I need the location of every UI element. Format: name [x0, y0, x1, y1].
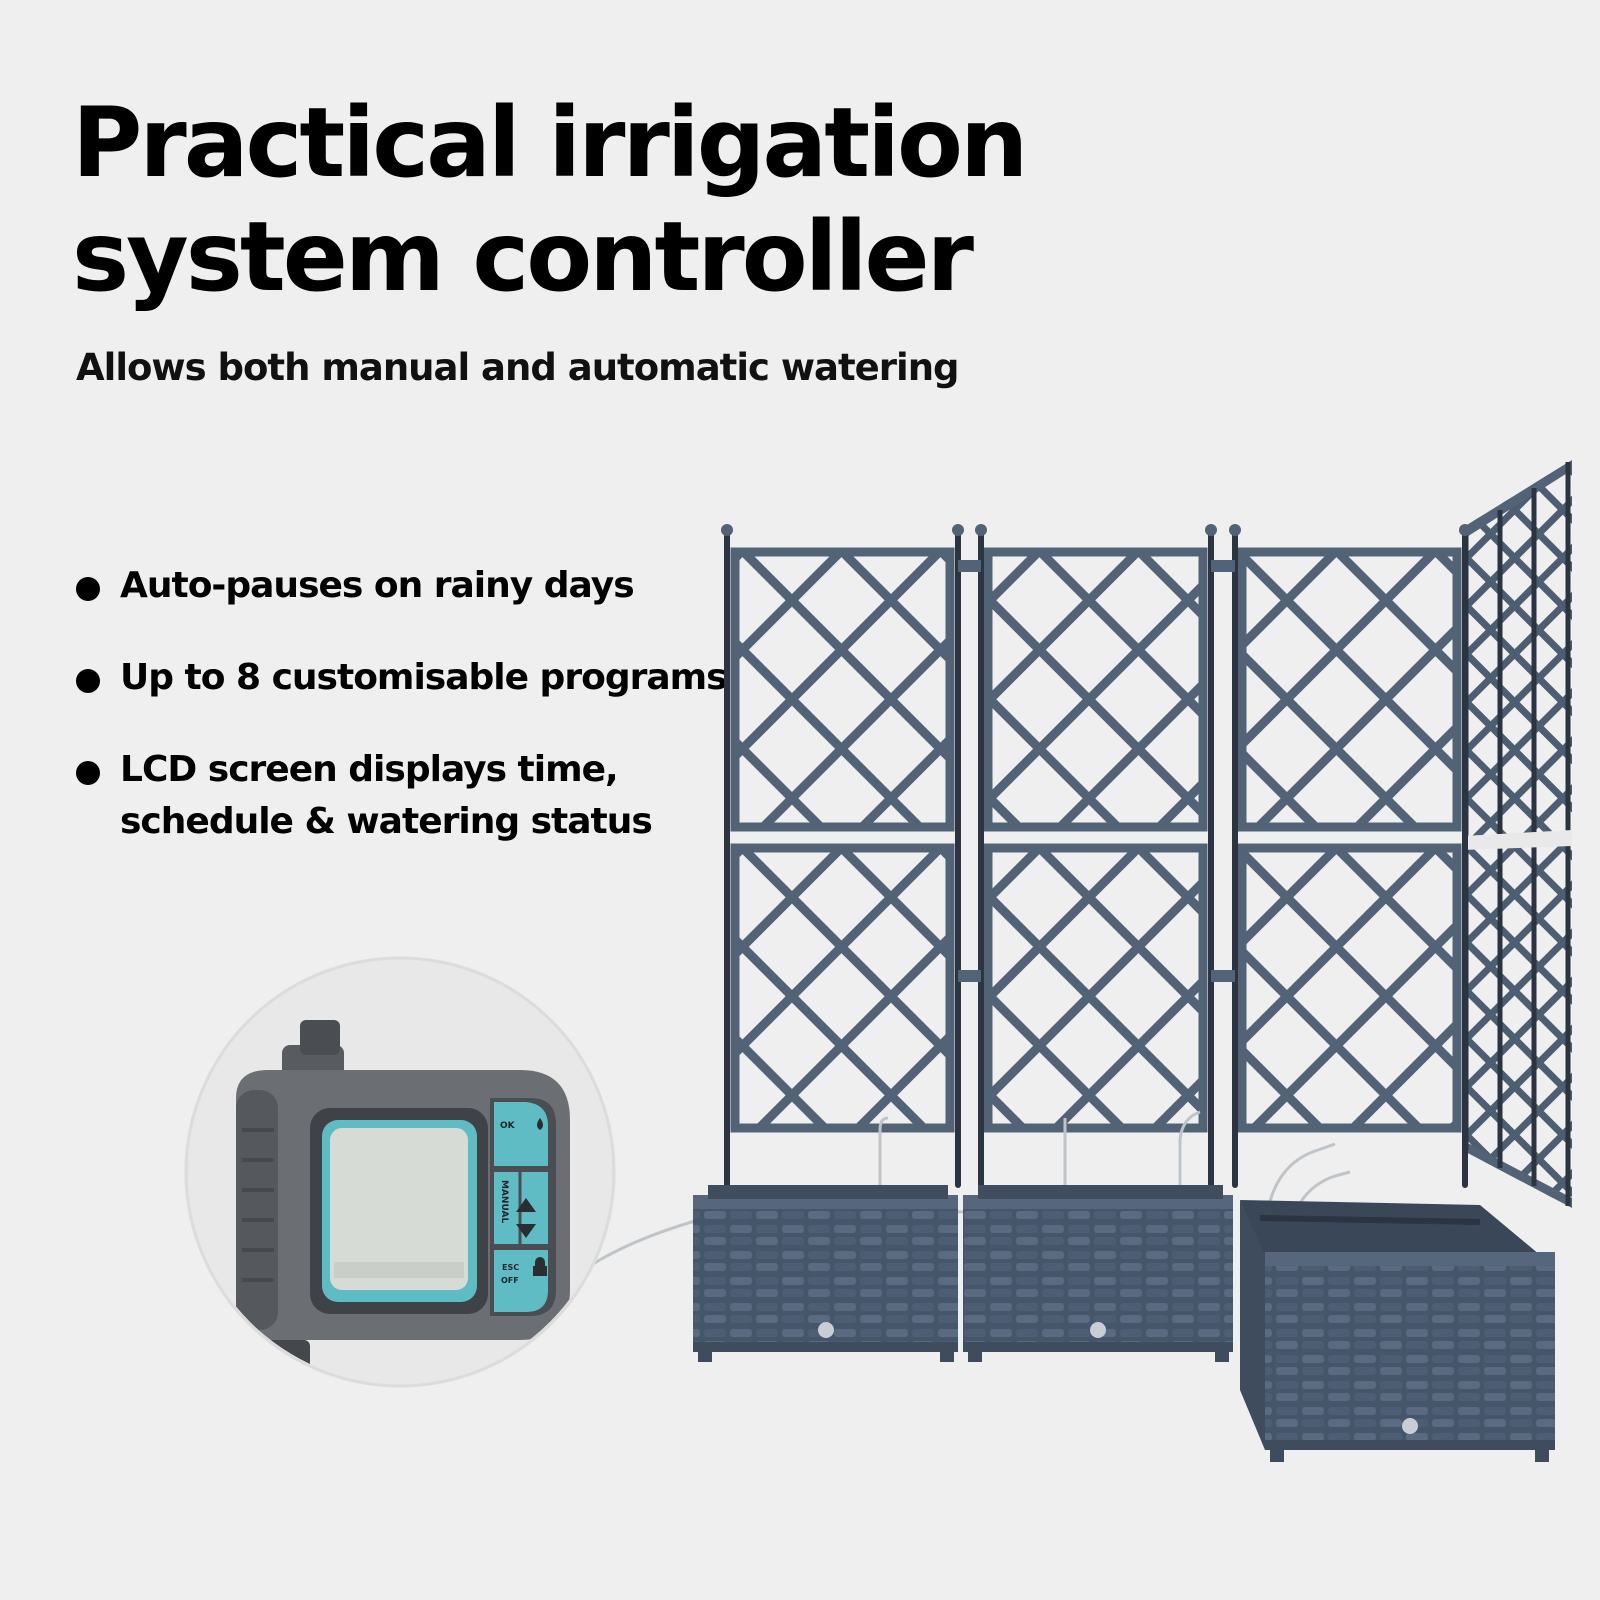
drop-icon	[537, 1118, 543, 1130]
ok-button-label: OK	[500, 1121, 516, 1131]
headline: Practical irrigation system controller	[72, 86, 1028, 314]
planter-corner	[1240, 1200, 1555, 1462]
headline-line-2: system controller	[72, 201, 974, 313]
off-button-label: OFF	[501, 1276, 519, 1285]
planter-left	[693, 1185, 958, 1362]
controller-closeup	[184, 956, 616, 1388]
up-arrow-icon	[516, 1198, 536, 1212]
feature-text: Up to 8 customisable programs	[120, 657, 728, 698]
lock-icon	[533, 1257, 547, 1276]
feature-item: Up to 8 customisable programs	[72, 652, 728, 704]
subtitle: Allows both manual and automatic waterin…	[76, 346, 960, 389]
side-trellis	[1462, 460, 1572, 1208]
feature-text: Auto-pauses on rainy days	[120, 565, 635, 606]
planter-middle	[963, 1185, 1233, 1362]
feature-text: LCD screen displays time,	[120, 749, 619, 790]
esc-button-label: ESC	[502, 1263, 519, 1272]
manual-button-label: MANUAL	[499, 1180, 509, 1223]
bullet-icon	[76, 761, 100, 785]
feature-text: schedule & watering status	[120, 801, 653, 842]
bullet-icon	[76, 669, 100, 693]
bullet-icon	[76, 577, 100, 601]
feature-item: LCD screen displays time, schedule & wat…	[72, 744, 727, 848]
trellis-panels	[730, 547, 1462, 1133]
feature-item: Auto-pauses on rainy days	[72, 560, 727, 612]
trellis-posts	[724, 527, 1468, 1188]
headline-line-1: Practical irrigation	[72, 87, 1028, 199]
down-arrow-icon	[516, 1224, 536, 1238]
feature-list: Auto-pauses on rainy days Up to 8 custom…	[72, 560, 728, 888]
